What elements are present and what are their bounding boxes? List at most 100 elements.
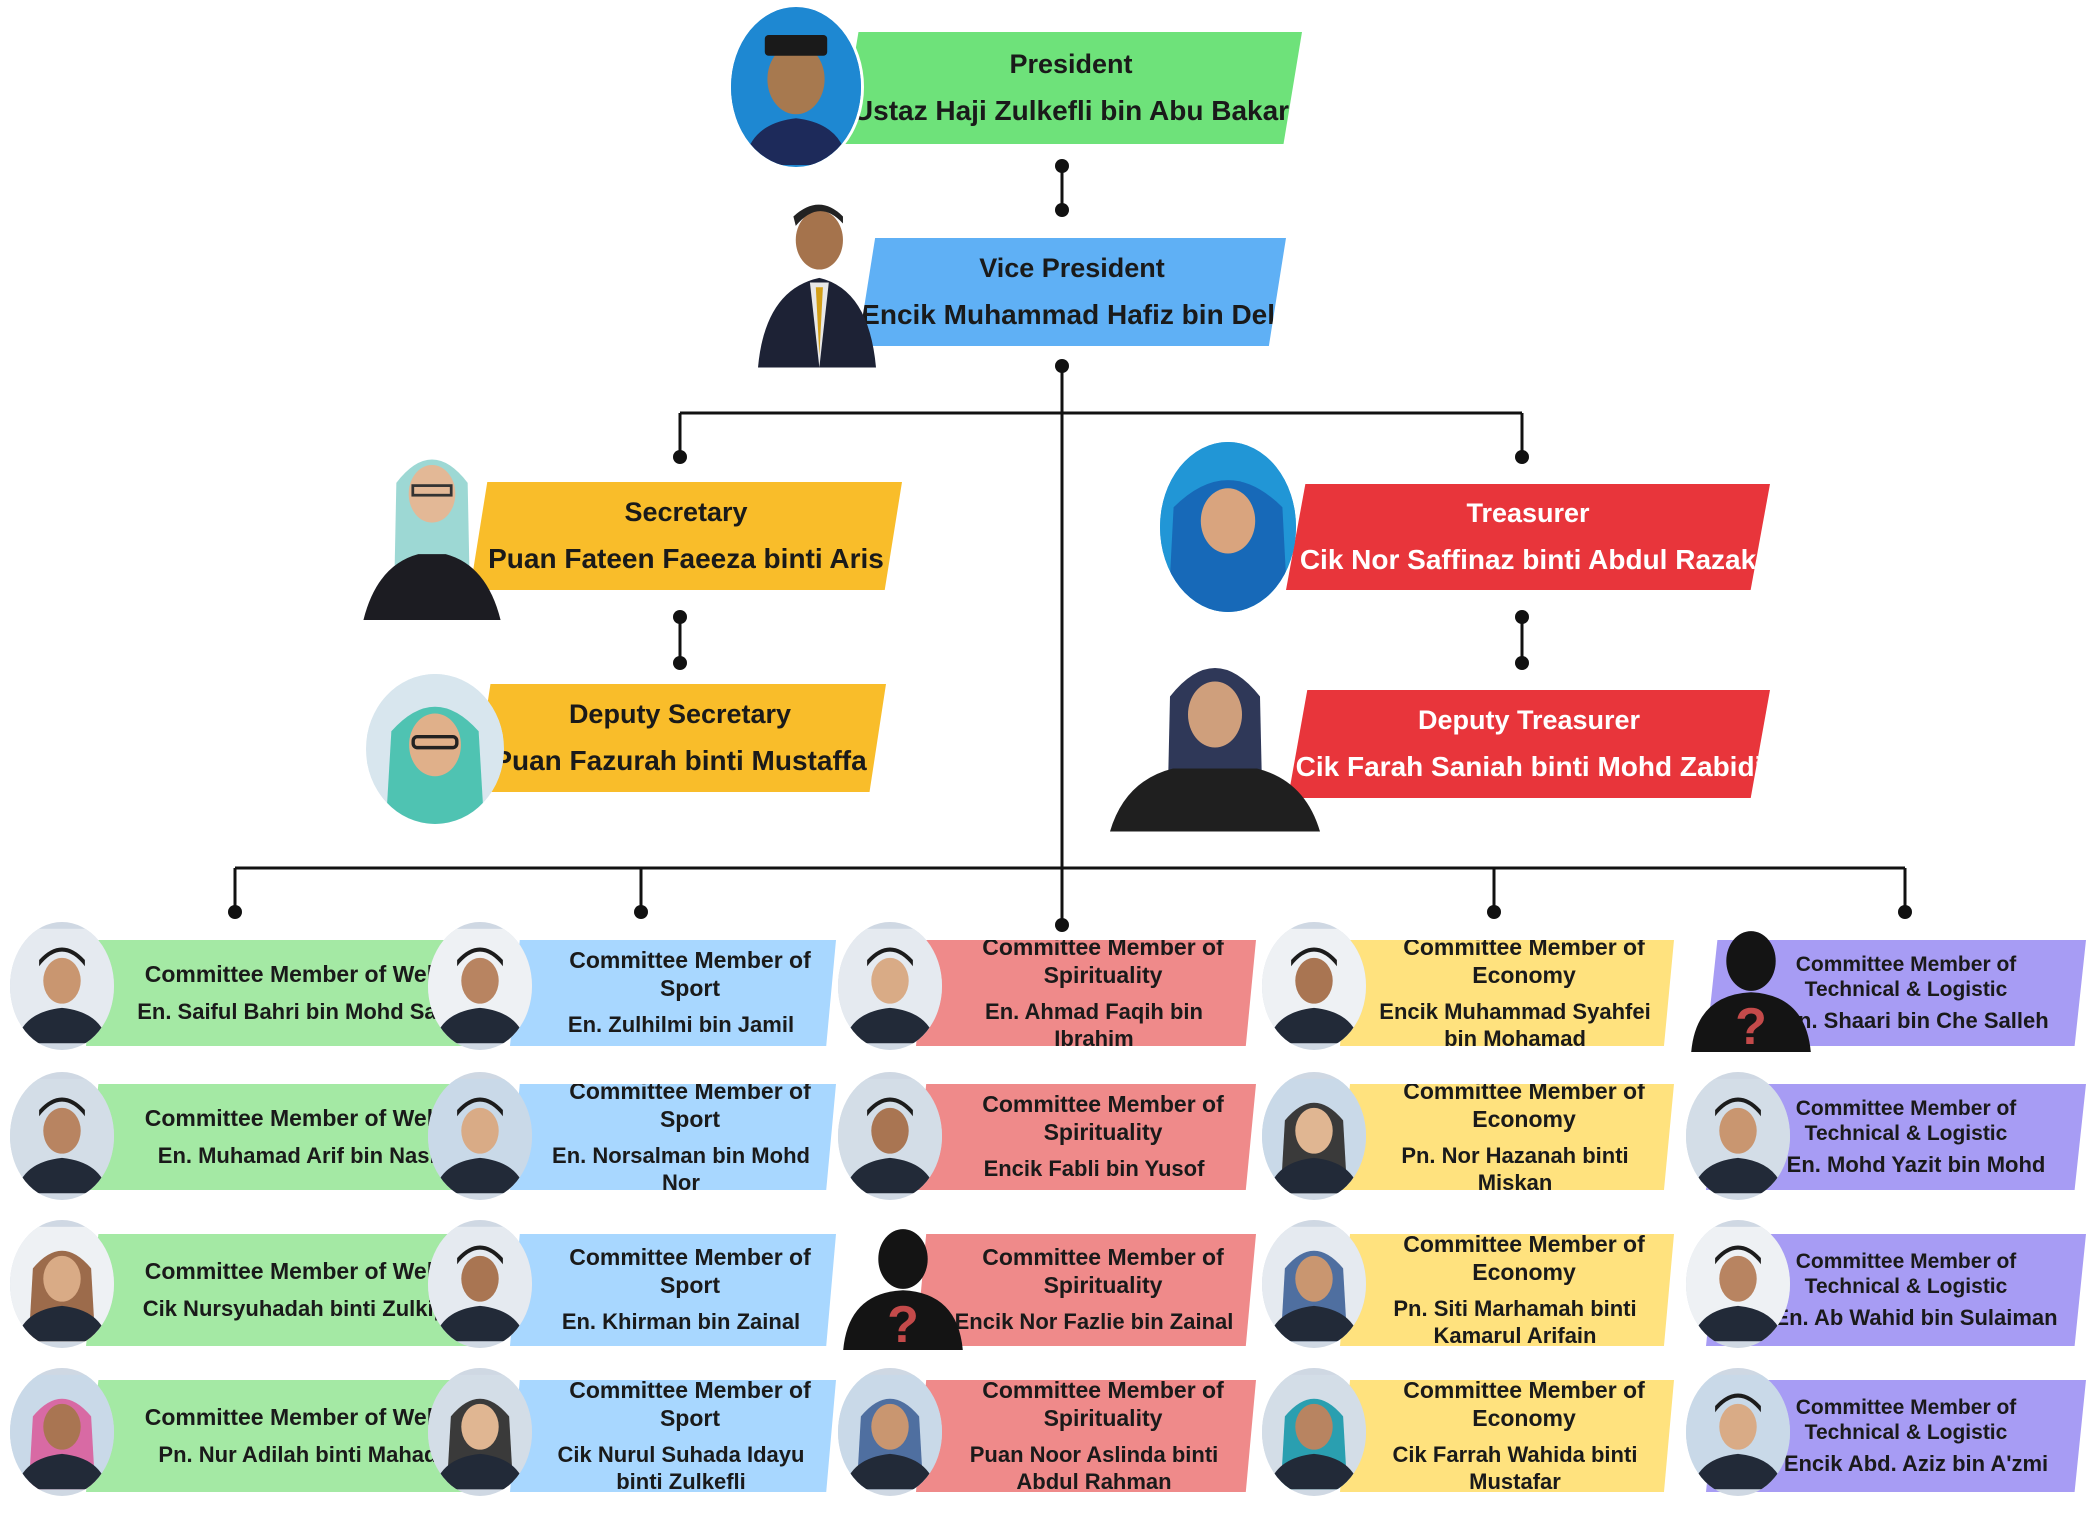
committee-role: Committee Member of Spirituality [982, 1377, 1224, 1431]
committee-role: Committee Member of Technical & Logistic [1795, 1249, 2017, 1298]
vice-president-photo [758, 190, 876, 368]
secretary-photo [362, 428, 502, 620]
committee-member-photo [428, 922, 532, 1050]
committee-member-photo [1686, 1220, 1790, 1348]
committee-role: Committee Member of Technical & Logistic [1795, 1096, 2017, 1145]
committee-member-name: En. Ahmad Faqih bin Ibrahim [985, 999, 1203, 1051]
committee-member-name: Encik Fabli bin Yusof [983, 1156, 1205, 1182]
treasurer-photo [1160, 442, 1296, 612]
committee-member-name: En. Ab Wahid bin Sulaiman [1774, 1304, 2058, 1330]
committee-member-name: En. Shaari bin Che Salleh [1783, 1007, 2049, 1033]
committee-member-photo [10, 1368, 114, 1496]
deputy-secretary-card: Deputy Secretary Puan Fazurah binti Must… [474, 684, 886, 792]
committee-member-name: Encik Nor Fazlie bin Zainal [954, 1309, 1234, 1335]
committee-role: Committee Member of Sport [569, 947, 811, 1001]
treasurer-card: Treasurer Cik Nor Saffinaz binti Abdul R… [1286, 484, 1770, 590]
committee-member-name: Cik Nursyuhadah binti Zulkipli [142, 1295, 460, 1321]
committee-member-photo [1686, 1072, 1790, 1200]
committee-role: Committee Member of Economy [1403, 1078, 1645, 1132]
committee-member-photo [10, 1072, 114, 1200]
committee-member-name: En. Zulhilmi bin Jamil [567, 1012, 795, 1038]
committee-role: Committee Member of Welfare [144, 961, 476, 987]
committee-role: Committee Member of Sport [569, 1377, 811, 1431]
committee-role: Committee Member of Welfare [144, 1105, 476, 1131]
committee-role: Committee Member of Economy [1403, 934, 1645, 988]
svg-text:?: ? [1735, 998, 1767, 1052]
committee-member-photo [10, 1220, 114, 1348]
vice-president-card: Vice President Encik Muhammad Hafiz bin … [858, 238, 1286, 346]
unknown-person-icon: ? [1686, 922, 1816, 1052]
committee-role: Committee Member of Economy [1403, 1231, 1645, 1285]
committee-member-photo [10, 922, 114, 1050]
committee-member-name: Pn. Siti Marhamah binti Kamarul Arifain [1393, 1296, 1637, 1348]
committee-role: Committee Member of Sport [569, 1244, 811, 1298]
committee-member-name: En. Mohd Yazit bin Mohd [1786, 1151, 2046, 1177]
committee-member-name: En. Saiful Bahri bin Mohd Sarip [137, 998, 465, 1024]
committee-member-photo [1262, 1072, 1366, 1200]
committee-member-name: Encik Abd. Aziz bin A'zmi [1783, 1450, 2049, 1476]
committee-role: Committee Member of Sport [569, 1078, 811, 1132]
committee-role: Committee Member of Welfare [144, 1404, 476, 1430]
committee-member-photo [428, 1220, 532, 1348]
committee-member-name: Cik Nurul Suhada Idayu binti Zulkefli [557, 1442, 805, 1494]
deputy-secretary-role: Deputy Secretary [568, 699, 792, 729]
committee-role: Committee Member of Technical & Logistic [1795, 1395, 2017, 1444]
secretary-name: Puan Fateen Faeeza binti Aris [488, 543, 884, 575]
committee-member-name: En. Khirman bin Zainal [561, 1309, 801, 1335]
committee-member-photo [838, 922, 942, 1050]
committee-role: Committee Member of Spirituality [982, 1244, 1224, 1298]
committee-member-name: En. Muhamad Arif bin Nasir [157, 1142, 445, 1168]
deputy-secretary-name: Puan Fazurah binti Mustaffa [493, 745, 867, 777]
treasurer-role: Treasurer [1466, 498, 1590, 528]
committee-member-name: Puan Noor Aslinda binti Abdul Rahman [969, 1442, 1219, 1494]
vice-president-name: Encik Muhammad Hafiz bin Deli [861, 299, 1283, 331]
committee-member-name: Pn. Nor Hazanah binti Miskan [1401, 1143, 1629, 1195]
secretary-role: Secretary [624, 497, 748, 527]
unknown-person-icon: ? [838, 1220, 968, 1350]
secretary-card: Secretary Puan Fateen Faeeza binti Aris [470, 482, 902, 590]
committee-role: Committee Member of Economy [1403, 1377, 1645, 1431]
committee-member-photo [1262, 922, 1366, 1050]
vice-president-role: Vice President [979, 253, 1165, 283]
committee-role: Committee Member of Spirituality [982, 934, 1224, 988]
committee-member-name: En. Norsalman bin Mohd Nor [552, 1143, 810, 1195]
president-name: Ustaz Haji Zulkefli bin Abu Bakar [852, 95, 1290, 127]
president-card: President Ustaz Haji Zulkefli bin Abu Ba… [840, 32, 1302, 144]
deputy-secretary-photo [366, 674, 504, 824]
committee-member-photo [1262, 1220, 1366, 1348]
committee-member-photo [428, 1072, 532, 1200]
treasurer-name: Cik Nor Saffinaz binti Abdul Razak [1299, 544, 1757, 576]
committee-member-photo [1262, 1368, 1366, 1496]
committee-role: Committee Member of Technical & Logistic [1795, 952, 2017, 1001]
committee-member-photo [838, 1368, 942, 1496]
deputy-treasurer-name: Cik Farah Saniah binti Mohd Zabidi [1295, 751, 1763, 783]
deputy-treasurer-photo [1110, 636, 1320, 832]
committee-member-photo [838, 1072, 942, 1200]
committee-role: Committee Member of Spirituality [982, 1091, 1224, 1145]
committee-member-name: Pn. Nur Adilah binti Mahadi [158, 1441, 444, 1467]
president-photo [728, 4, 864, 170]
deputy-treasurer-card: Deputy Treasurer Cik Farah Saniah binti … [1288, 690, 1770, 798]
president-role: President [1009, 49, 1133, 79]
committee-card-technical: Committee Member of Technical & Logistic… [1706, 940, 2086, 1046]
deputy-treasurer-role: Deputy Treasurer [1417, 705, 1641, 735]
committee-member-name: Encik Muhammad Syahfei bin Mohamad [1379, 999, 1651, 1051]
committee-member-name: Cik Farrah Wahida binti Mustafar [1392, 1442, 1638, 1494]
committee-member-photo [428, 1368, 532, 1496]
svg-text:?: ? [887, 1296, 919, 1350]
committee-member-photo [1686, 1368, 1790, 1496]
